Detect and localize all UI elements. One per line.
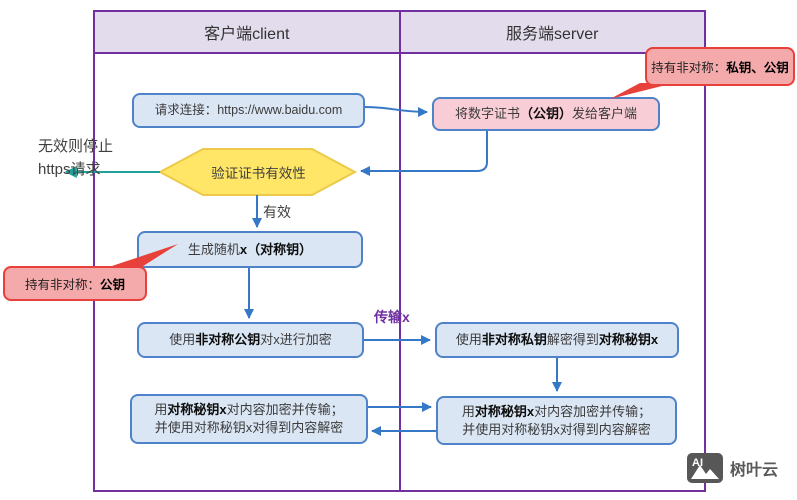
server-comm-line2: 并使用对称秘钥x对得到内容解密 xyxy=(462,421,651,437)
server-comm-line1: 用对称秘钥x对内容加密并传输； xyxy=(461,403,652,419)
decrypt-with-private-key-box: 使用非对称私钥解密得到对称秘钥x xyxy=(435,322,679,358)
lane-header-client-label: 客户端client xyxy=(204,26,290,43)
transmit-x-label: 传输x xyxy=(374,309,410,325)
send-certificate-box: 将数字证书（公钥）发给客户端 xyxy=(432,97,660,131)
lane-divider xyxy=(399,52,401,490)
lane-header-server-label: 服务端server xyxy=(506,26,599,43)
verify-certificate-label: 验证证书有效性 xyxy=(211,166,306,181)
valid-label: 有效 xyxy=(263,204,291,220)
invalid-stop-label: 无效则停止 https请求 xyxy=(38,138,114,178)
lane-header-client: 客户端client xyxy=(95,12,401,52)
svg-text:AI: AI xyxy=(692,457,703,469)
client-key-callout: 持有非对称：公钥 xyxy=(3,266,147,301)
lane-header-server: 服务端server xyxy=(400,12,704,52)
server-keys-callout: 持有非对称：私钥、公钥 xyxy=(645,47,795,86)
request-connection-box: 请求连接：https://www.baidu.com xyxy=(132,93,365,128)
lane-header-row: 客户端client 服务端server xyxy=(95,12,704,54)
encrypt-with-public-key-box: 使用非对称公钥对x进行加密 xyxy=(137,322,364,358)
client-comm-line2: 并使用对称秘钥x对得到内容解密 xyxy=(154,420,344,435)
watermark-logo: AI 树叶云 xyxy=(686,452,778,484)
generate-random-key-box: 生成随机x（对称钥） xyxy=(137,231,363,268)
image-ai-icon: AI xyxy=(687,453,723,483)
client-comm-line1: 用对称秘钥x对内容加密并传输； xyxy=(154,402,344,418)
request-connection-label: 请求连接：https://www.baidu.com xyxy=(154,103,343,118)
client-symmetric-comm-box: 用对称秘钥x对内容加密并传输； 并使用对称秘钥x对得到内容解密 xyxy=(130,394,368,444)
server-symmetric-comm-box: 用对称秘钥x对内容加密并传输； 并使用对称秘钥x对得到内容解密 xyxy=(436,396,677,445)
watermark-text: 树叶云 xyxy=(730,462,779,479)
